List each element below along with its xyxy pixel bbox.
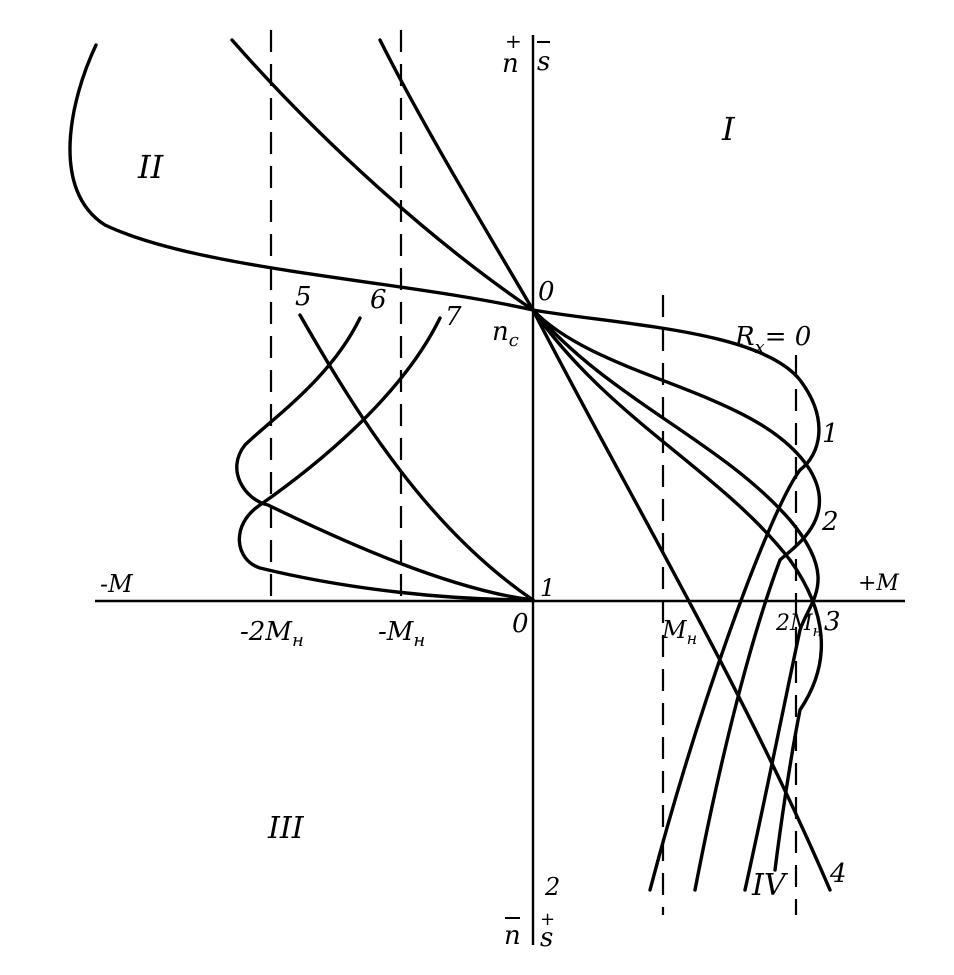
curve-1-label: 1: [822, 419, 839, 449]
quadrant-4-label: IV: [751, 868, 789, 903]
curve-4-label: 4: [829, 859, 847, 889]
curve-5: [298, 313, 535, 602]
neg-torque-label: -M: [100, 570, 134, 598]
quadrant-2-label: II: [137, 148, 165, 186]
tick-neg-mn: -Mн: [378, 617, 425, 651]
curve-upper-a: [230, 38, 535, 312]
curve-6-label: 6: [370, 285, 387, 315]
curve-6: [235, 316, 535, 602]
top-n-label: n: [502, 49, 519, 79]
bottom-s-label: s: [540, 923, 553, 953]
quadrant-1-label: I: [721, 110, 736, 148]
point-1-label: 1: [540, 574, 555, 602]
curve-upper-b: [378, 38, 535, 312]
bottom-plus-sign: +: [540, 909, 555, 930]
tick-neg-2mn: -2Mн: [240, 617, 304, 651]
curve-3: [531, 308, 823, 872]
curve-7-label: 7: [445, 302, 462, 332]
curve-7: [237, 316, 535, 602]
curve-2: [531, 308, 820, 892]
origin-label: 0: [512, 609, 529, 639]
curve-2-label: 2: [821, 507, 839, 537]
curve-rx-zero: [68, 43, 821, 892]
tick-mn: Mн: [661, 616, 697, 648]
top-s-label: s: [537, 47, 550, 77]
curve-5-label: 5: [295, 282, 312, 312]
pos-torque-label: +M: [858, 571, 899, 596]
nc-label: nc: [492, 317, 519, 351]
point-2-label: 2: [544, 873, 560, 901]
curve-1: [531, 308, 822, 892]
curve-4: [531, 308, 832, 892]
curve-3-label: 3: [824, 607, 841, 637]
bottom-n-label: n: [504, 921, 521, 951]
top-plus-sign: +: [505, 29, 522, 53]
quadrant-3-label: III: [267, 811, 305, 846]
synchronous-zero-label: 0: [538, 277, 555, 307]
tick-2mn: 2Mн: [775, 611, 822, 640]
rx-zero-label: Rx= 0: [734, 322, 811, 358]
